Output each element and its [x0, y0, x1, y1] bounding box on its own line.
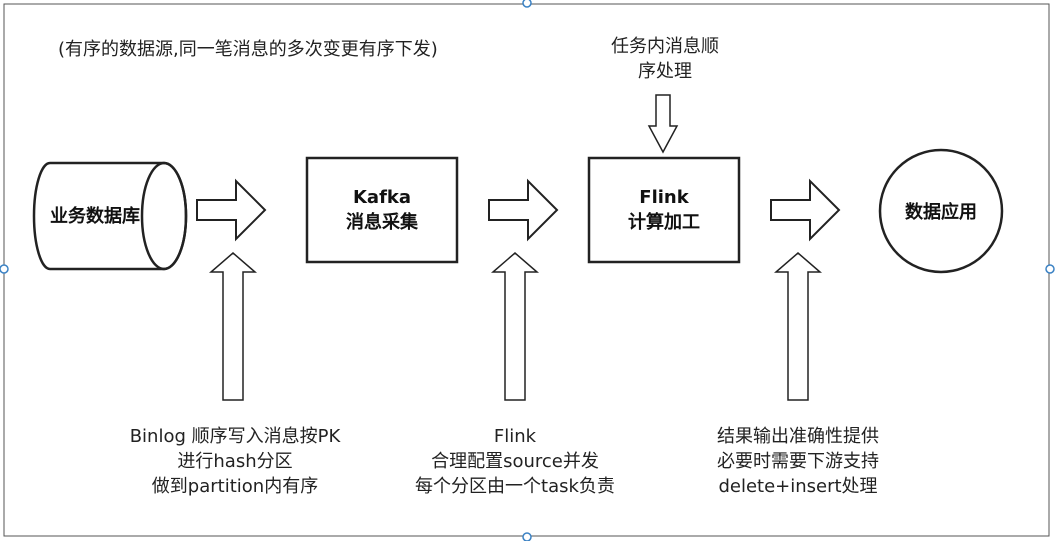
flink-source-note-line2: 合理配置source并发	[431, 451, 599, 472]
arrow-note-to-flink	[647, 94, 679, 154]
result-note-line2: 必要时需要下游支持	[717, 451, 879, 472]
resize-handle-right[interactable]	[1045, 264, 1055, 274]
data-app-circle	[878, 148, 1004, 274]
binlog-note-line2: 进行hash分区	[177, 451, 292, 472]
binlog-note-line1: Binlog 顺序写入消息按PK	[130, 426, 342, 447]
source-database-label: 业务数据库	[50, 205, 140, 227]
flink-order-note-line2: 序处理	[638, 61, 692, 82]
resize-handle-top[interactable]	[522, 0, 532, 8]
resize-handle-left[interactable]	[0, 264, 9, 274]
kafka-node[interactable]: Kafka 消息采集	[305, 156, 459, 264]
resize-handle-bottom[interactable]	[522, 532, 532, 541]
result-note-line3: delete+insert处理	[718, 476, 877, 497]
arrow-source-note-up	[490, 252, 540, 401]
flink-title: Flink	[639, 187, 689, 208]
cylinder-end	[140, 161, 188, 271]
header-note: (有序的数据源,同一笔消息的多次变更有序下发)	[58, 39, 438, 60]
arrow-result-note-up	[773, 252, 823, 401]
kafka-subtitle: 消息采集	[346, 211, 419, 233]
arrow-binlog-note-up	[208, 252, 258, 401]
flink-subtitle: 计算加工	[628, 211, 700, 233]
result-note-line1: 结果输出准确性提供	[717, 426, 879, 447]
flink-node[interactable]: Flink 计算加工	[587, 156, 741, 264]
data-app-label: 数据应用	[905, 201, 977, 223]
flow-arrow-kafka-to-flink	[488, 178, 559, 242]
flink-order-note-line1: 任务内消息顺	[611, 36, 719, 57]
flink-box	[587, 156, 741, 264]
kafka-title: Kafka	[353, 187, 411, 208]
flow-arrow-flink-to-app	[770, 178, 841, 242]
flow-arrow-source-to-kafka	[196, 178, 267, 242]
source-database-node[interactable]: 业务数据库	[32, 161, 188, 271]
binlog-note-line3: 做到partition内有序	[152, 476, 318, 497]
data-app-node[interactable]: 数据应用	[878, 148, 1004, 274]
kafka-box	[305, 156, 459, 264]
flink-source-note-line3: 每个分区由一个task负责	[415, 476, 615, 497]
flink-source-note-line1: Flink	[494, 426, 537, 447]
